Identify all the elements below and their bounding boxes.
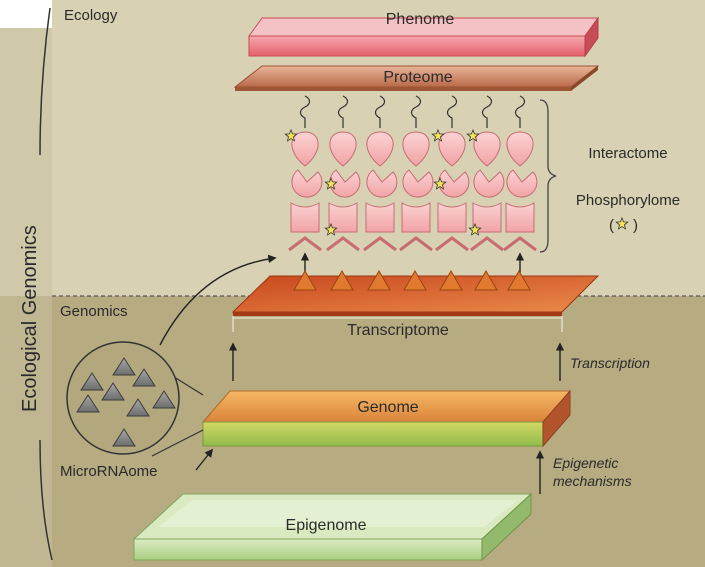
protein-receptor (401, 202, 431, 233)
protein-receptor (505, 202, 535, 233)
side-strip (0, 28, 52, 567)
phenome-slab: Phenome (248, 11, 599, 58)
svg-text:(: ( (609, 217, 614, 234)
epigenetic-label-line1: Epigenetic (553, 455, 618, 471)
protein-drop (329, 131, 357, 167)
epigenetic-label-line2: mechanisms (553, 473, 632, 489)
proteome-label: Proteome (383, 69, 452, 86)
receptor-legs (288, 236, 322, 252)
phosphorylation-star (468, 222, 482, 236)
protein-drop (506, 131, 534, 167)
interactome-brace (539, 99, 557, 253)
transcript-triangle (403, 270, 427, 291)
side-bracket-bottom (39, 439, 53, 561)
phosphorylation-star (324, 176, 338, 190)
protein-drop (366, 131, 394, 167)
microrna-triangle (76, 394, 100, 413)
microrna-triangle (126, 398, 150, 417)
protein-pacman (366, 169, 398, 198)
linker-squiggle (337, 95, 349, 128)
protein-pacman (402, 169, 434, 198)
phosphorylation-star (284, 128, 298, 142)
epigenome-label: Epigenome (286, 517, 367, 534)
receptor-legs (326, 236, 360, 252)
protein-pacman (291, 169, 323, 198)
receptor-legs (503, 236, 537, 252)
transcript-triangle (367, 270, 391, 291)
phenome-label: Phenome (386, 11, 455, 28)
transcriptome-bracket (232, 316, 563, 332)
top-left-notch (0, 0, 52, 28)
linker-squiggle (374, 95, 386, 128)
microrna-triangles (76, 357, 176, 447)
section-label-ecology: Ecology (64, 7, 118, 24)
transcript-triangle (439, 270, 463, 291)
protein-column (399, 95, 434, 252)
protein-receptor (472, 202, 502, 233)
microrna-triangle (112, 357, 136, 376)
protein-receptor (290, 202, 320, 233)
protein-drop (473, 131, 501, 167)
transcript-triangle (330, 270, 354, 291)
receptor-legs (363, 236, 397, 252)
protein-receptor (437, 202, 467, 233)
svg-text:): ) (633, 217, 638, 234)
protein-column (363, 95, 398, 252)
phosphorylome-label: Phosphorylome (576, 192, 680, 209)
section-label-genomics: Genomics (60, 303, 128, 320)
protein-drop (291, 131, 319, 167)
protein-receptor (328, 202, 358, 233)
receptor-legs (470, 236, 504, 252)
epigenome-slab: Epigenome (132, 492, 533, 562)
transcript-triangles (293, 270, 531, 291)
protein-drop (438, 131, 466, 167)
protein-drop (402, 131, 430, 167)
microrna-triangle (132, 368, 156, 387)
protein-receptor (365, 202, 395, 233)
arrow-microrna-to-genome (195, 448, 214, 471)
side-title: Ecological Genomics (19, 225, 41, 412)
side-bracket-top (39, 7, 51, 156)
protein-pacman (473, 169, 505, 198)
arrow-microrna-to-proteome (159, 254, 277, 346)
genome-label: Genome (357, 399, 418, 416)
linker-squiggle (299, 95, 311, 128)
proteome-slab: Proteome (233, 65, 600, 91)
phosphorylation-star (433, 176, 447, 190)
protein-pacman (506, 169, 538, 198)
linker-squiggle (514, 95, 526, 128)
transcriptome-slab (231, 275, 600, 316)
protein-column (503, 95, 538, 252)
protein-column (466, 95, 505, 252)
transcriptome-label: Transcriptome (347, 322, 449, 339)
transcription-label: Transcription (570, 355, 650, 371)
interactome-label: Interactome (588, 145, 667, 162)
genome-slab: Genome (201, 389, 572, 448)
linker-squiggle (481, 95, 493, 128)
protein-column (324, 95, 361, 252)
protein-column (431, 95, 470, 252)
phosphorylome-star-legend: ( ) (609, 216, 638, 234)
protein-column (284, 95, 323, 252)
transcript-triangle (507, 270, 531, 291)
microrna-label: MicroRNAome (60, 463, 158, 480)
phosphorylation-star (466, 128, 480, 142)
receptor-legs (399, 236, 433, 252)
microrna-triangle (152, 390, 176, 409)
phosphorylation-star (324, 222, 338, 236)
phosphorylation-star (431, 128, 445, 142)
linker-squiggle (446, 95, 458, 128)
microrna-triangle (112, 428, 136, 447)
protein-columns (284, 95, 538, 274)
transcript-triangle (293, 270, 317, 291)
transcript-triangle (474, 270, 498, 291)
receptor-legs (435, 236, 469, 252)
microrna-triangle (80, 372, 104, 391)
microrna-triangle (101, 382, 125, 401)
linker-squiggle (410, 95, 422, 128)
